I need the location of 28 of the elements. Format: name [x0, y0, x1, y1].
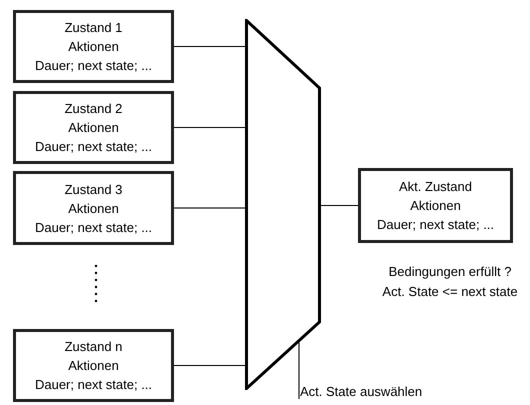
- state-text: Dauer; next state; ...: [34, 376, 152, 394]
- state-box: [13, 171, 174, 245]
- state-text: Aktionen: [68, 357, 119, 375]
- connector-line: [298, 340, 300, 400]
- state-text: Dauer; next state; ...: [34, 218, 152, 236]
- state-box: [358, 168, 513, 243]
- state-text: Zustand n: [64, 338, 122, 356]
- state-box: [13, 329, 174, 402]
- selector-label: Act. State auswählen: [300, 383, 422, 401]
- state-text: Aktionen: [410, 197, 461, 215]
- state-box: [13, 91, 174, 164]
- connector-line: [174, 46, 246, 47]
- connector-line: [174, 127, 246, 128]
- state-text: Dauer; next state; ...: [376, 216, 494, 234]
- state-text: Zustand 1: [64, 19, 122, 37]
- state-text: Aktionen: [68, 38, 119, 56]
- state-text: Dauer; next state; ...: [34, 57, 152, 75]
- state-text: Akt. Zustand: [399, 178, 472, 196]
- state-text: Aktionen: [68, 119, 119, 137]
- condition-note: Bedingungen erfüllt ?: [388, 263, 512, 281]
- state-text: Aktionen: [68, 200, 119, 218]
- state-box: [13, 10, 174, 83]
- connector-line: [174, 365, 246, 366]
- connector-line: [320, 205, 358, 206]
- condition-note: Act. State <= next state: [382, 283, 518, 301]
- state-text: Zustand 2: [64, 100, 122, 118]
- state-text: Zustand 3: [64, 180, 122, 198]
- state-text: Dauer; next state; ...: [34, 138, 152, 156]
